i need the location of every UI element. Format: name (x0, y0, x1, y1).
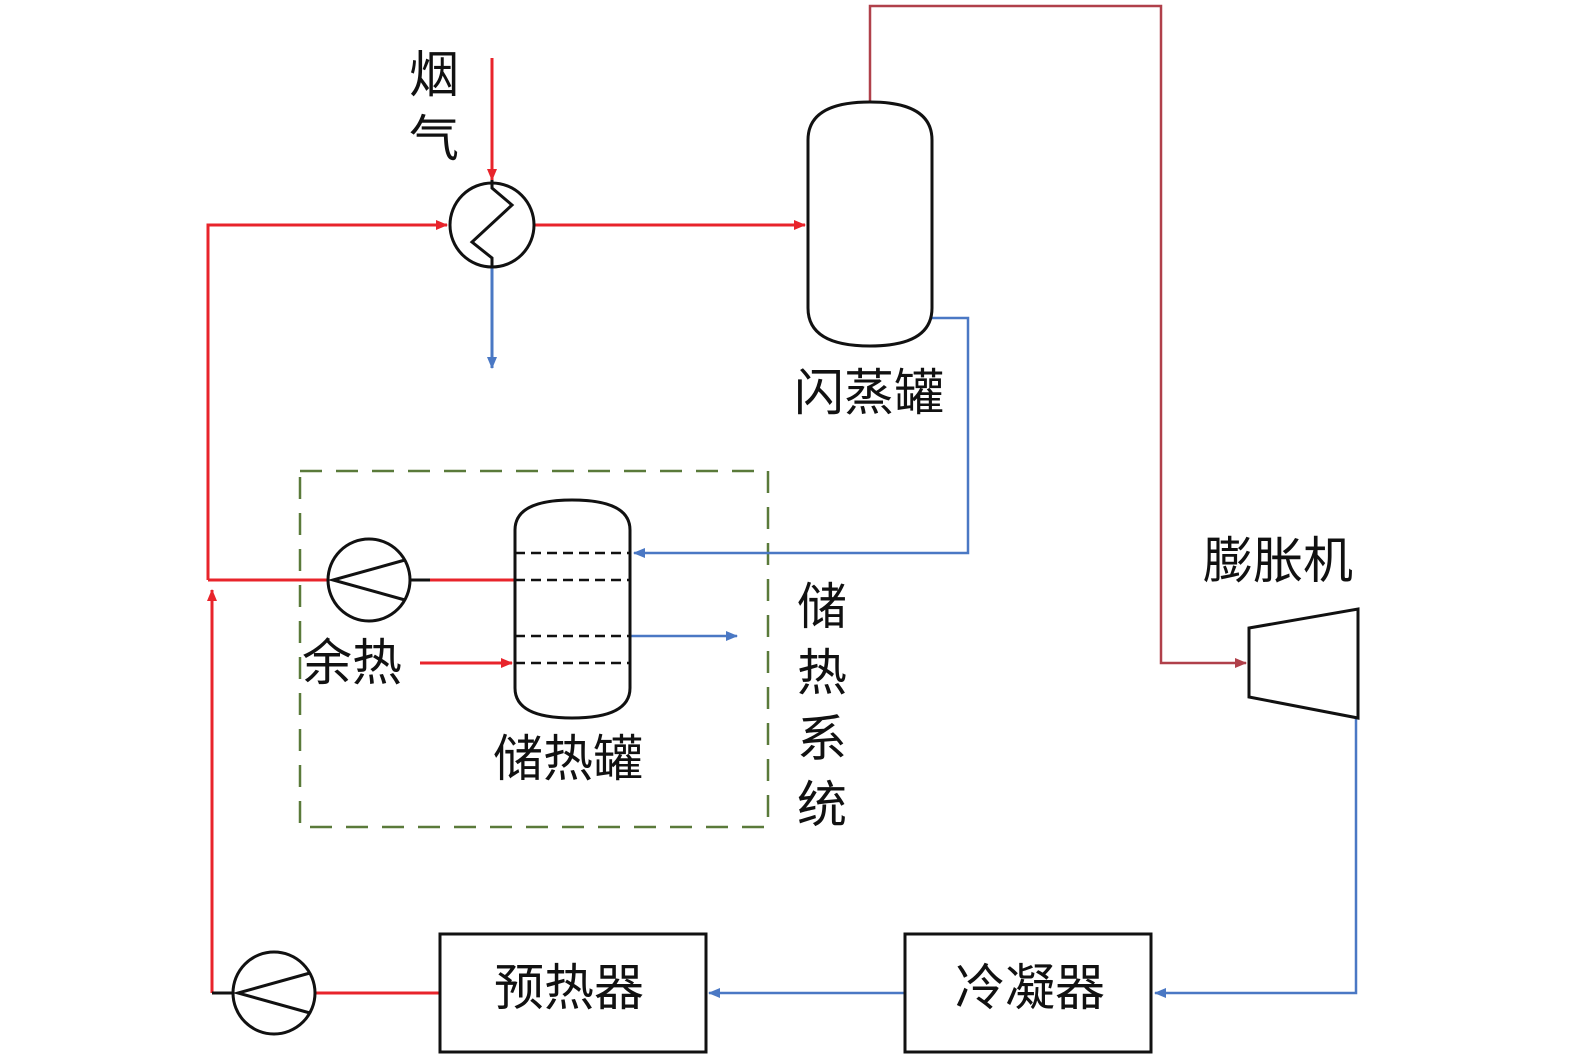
expander-to-condenser-line (1154, 718, 1358, 998)
heat-exchanger-icon (448, 180, 536, 269)
condenser-label: 冷凝器 (955, 959, 1105, 1017)
preheater-box (438, 932, 708, 1054)
expander-label: 膨胀机 (1203, 532, 1353, 590)
vapor-line (868, 4, 1247, 668)
storage-tank-vessel (513, 498, 632, 720)
preheater-label: 预热器 (494, 959, 644, 1017)
flash-tank-label: 闪蒸罐 (794, 364, 944, 422)
storage-pump-icon (326, 537, 430, 623)
feed-pump-icon (231, 950, 317, 1036)
junction-to-exchanger-line (206, 220, 448, 580)
condenser-box (903, 932, 1153, 1054)
expander-turbine (1247, 607, 1360, 720)
storage-system-boundary (298, 469, 770, 829)
waste-heat-label: 余热 (302, 634, 402, 692)
flue-gas-label: 烟气 (401, 48, 459, 176)
storage-tank-label: 储热罐 (493, 730, 643, 788)
storage-system-label: 储热系统 (789, 580, 847, 844)
flash-tank-vessel (806, 100, 934, 348)
flash-tank-liquid-line (633, 316, 970, 558)
